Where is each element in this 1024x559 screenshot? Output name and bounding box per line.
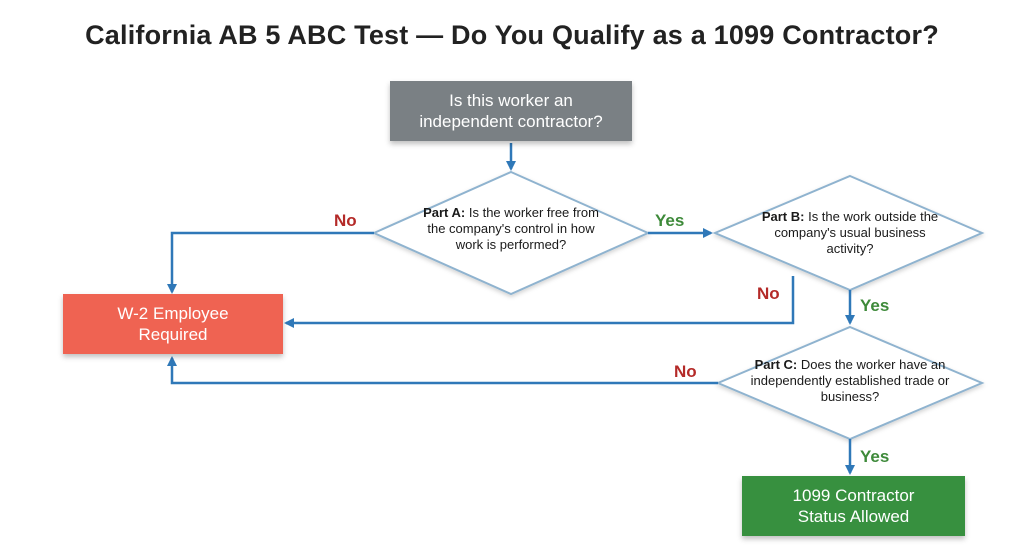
part-c-question: Part C: Does the worker have an independ… xyxy=(746,357,954,405)
page-title: California AB 5 ABC Test — Do You Qualif… xyxy=(85,20,939,50)
part-c-yes-label: Yes xyxy=(860,447,890,466)
part-b-text: Is the work outside the company's usual … xyxy=(774,209,939,256)
contractor-box: 1099 Contractor Status Allowed xyxy=(742,476,965,536)
part-a-question: Part A: Is the worker free from the comp… xyxy=(416,205,606,253)
w2-employee-box: W-2 Employee Required xyxy=(63,294,283,354)
start-question-box: Is this worker an independent contractor… xyxy=(390,81,632,141)
part-c-label: Part C: xyxy=(754,357,798,372)
arrow-part-a-no xyxy=(167,231,374,294)
contractor-text: 1099 Contractor Status Allowed xyxy=(792,486,915,526)
part-c-no-label: No xyxy=(674,362,697,381)
part-a-text: Is the worker free from the company's co… xyxy=(427,205,599,252)
start-question-text: Is this worker an independent contractor… xyxy=(419,91,603,131)
arrow-part-c-no xyxy=(167,356,718,385)
part-b-label: Part B: xyxy=(761,209,805,224)
part-b-yes-label: Yes xyxy=(860,296,890,315)
part-c-text: Does the worker have an independently es… xyxy=(750,357,950,404)
part-a-no-label: No xyxy=(334,211,357,230)
part-a-yes-label: Yes xyxy=(655,211,685,230)
part-a-diamond xyxy=(371,170,651,296)
part-b-question: Part B: Is the work outside the company'… xyxy=(752,209,948,257)
w2-employee-text: W-2 Employee Required xyxy=(117,304,229,344)
part-a-label: Part A: xyxy=(423,205,466,220)
part-b-no-label: No xyxy=(757,284,780,303)
arrow-part-b-no xyxy=(284,276,795,328)
